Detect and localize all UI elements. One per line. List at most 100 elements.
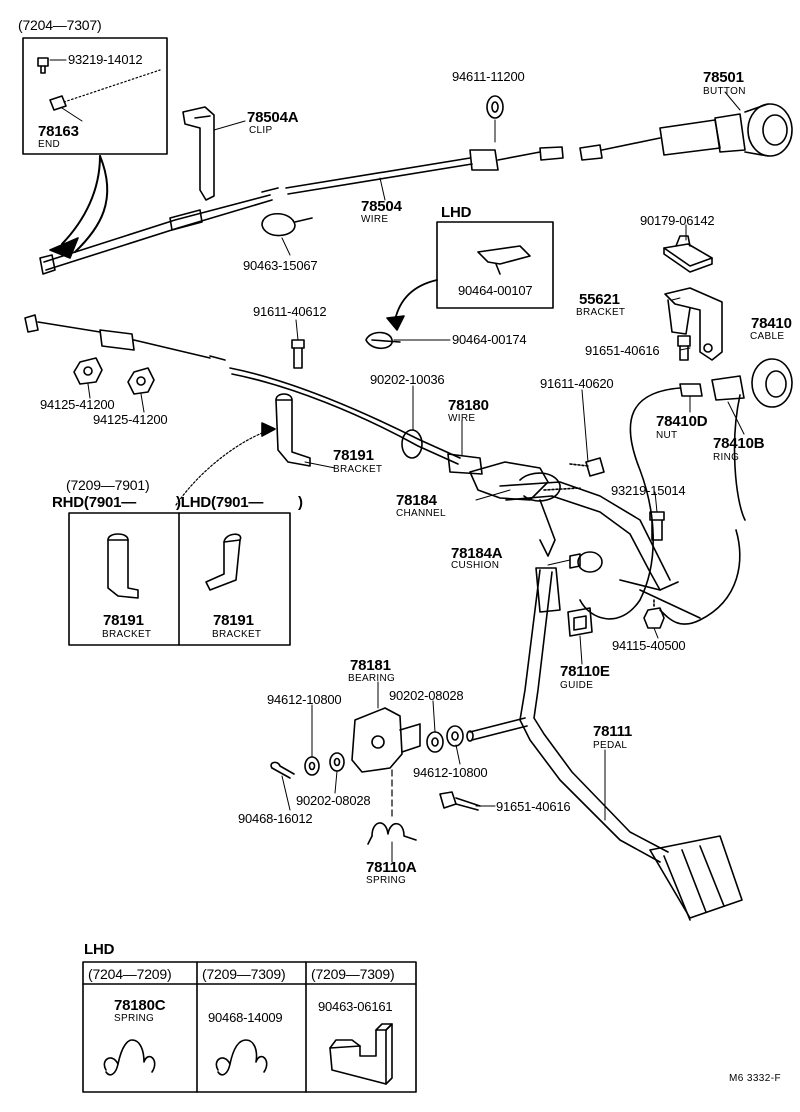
- lhd-table-range-3: (7209—7309): [311, 966, 395, 982]
- nut-icon: [643, 599, 665, 629]
- washer-icon: [446, 725, 464, 747]
- bearing-part-number: 78181: [350, 657, 391, 674]
- bolt-icon: [37, 57, 49, 74]
- end-range-label: (7204—7307): [18, 17, 102, 33]
- part-number-94612-10800-a: 94612-10800: [267, 692, 342, 707]
- part-number-90464-00107: 90464-00107: [458, 283, 533, 298]
- part-number-94125-41200-b: 94125-41200: [93, 412, 168, 427]
- guide-part-number: 78110E: [560, 663, 610, 680]
- bracket-55621-part-number: 55621: [579, 291, 620, 308]
- spring-part-number: 78110A: [366, 859, 417, 876]
- leader-lines: [49, 59, 745, 863]
- rhd-bracket-part-number: 78191: [103, 612, 144, 629]
- button-part-number: 78501: [703, 69, 744, 86]
- lhd-table-part-number-2: 90468-14009: [208, 1010, 283, 1025]
- wire-part-number: 78504: [361, 198, 402, 215]
- pedal-part-name: PEDAL: [593, 740, 628, 751]
- bracket-55621-icon: [664, 287, 723, 361]
- rhd-header: RHD(7901—: [52, 494, 137, 511]
- ring-part-number: 78410B: [713, 435, 765, 452]
- part-number-90464-00174: 90464-00174: [452, 332, 527, 347]
- bracket-78191-part-number: 78191: [333, 447, 374, 464]
- lhd-table-title: LHD: [84, 941, 115, 958]
- bolt-icon: [439, 791, 481, 811]
- bearing-part-name: BEARING: [348, 673, 396, 684]
- choke-button-icon: [579, 103, 793, 161]
- lhd-clip-box: [436, 221, 554, 309]
- washer-icon: [304, 756, 320, 776]
- bolt-icon: [649, 511, 665, 541]
- lhd-box-header: LHD: [441, 204, 472, 221]
- clip-part-name: CLIP: [249, 125, 273, 136]
- nut-78410d-part-name: NUT: [656, 430, 678, 441]
- clip-part-number: 78504A: [247, 109, 299, 126]
- lhd-reference-arrow-icon: [394, 279, 438, 321]
- part-number-90202-10036: 90202-10036: [370, 372, 445, 387]
- lhd-table-range-2: (7209—7309): [202, 966, 286, 982]
- lhd-header-close: ): [298, 494, 303, 511]
- reference-arrow-icon: [61, 155, 101, 245]
- channel-part-number: 78184: [396, 492, 437, 509]
- spring-part-name: SPRING: [366, 875, 407, 886]
- spring-78180c-icon: [103, 1039, 156, 1076]
- torsion-spring-icon: [367, 822, 417, 845]
- part-number-90202-08028-b: 90202-08028: [296, 793, 371, 808]
- spring-clip-icon: [365, 331, 401, 350]
- lhd-table-part-number-3: 90463-06161: [318, 999, 393, 1014]
- end-part-number: 78163: [38, 123, 79, 140]
- part-number-91651-40616-lower: 91651-40616: [496, 799, 571, 814]
- cable-end-icon: [49, 69, 161, 111]
- ring-part-name: RING: [713, 452, 740, 463]
- lhd-table-range-1: (7204—7209): [88, 966, 172, 982]
- part-number-94125-41200-a: 94125-41200: [40, 397, 115, 412]
- spring-90468-14009-icon: [215, 1039, 268, 1076]
- pedal-part-number: 78111: [593, 723, 633, 740]
- bolt-icon: [569, 457, 605, 477]
- bearing-icon: [351, 707, 421, 773]
- lhd-table-part-name-1: SPRING: [114, 1013, 155, 1024]
- part-number-90202-08028-a: 90202-08028: [389, 688, 464, 703]
- lhd-bracket-part-name: BRACKET: [212, 629, 262, 640]
- lhd-table-frame: [82, 961, 417, 1093]
- range-7209-7901-label: (7209—7901): [66, 477, 150, 493]
- choke-wire-left-icon: [39, 187, 279, 275]
- bracket-55621-part-name: BRACKET: [576, 307, 626, 318]
- part-number-94115-40500: 94115-40500: [612, 638, 686, 653]
- lhd-header: )LHD(7901—: [176, 494, 264, 511]
- part-number-90179-06142: 90179-06142: [640, 213, 715, 228]
- cushion-part-name: CUSHION: [451, 560, 500, 571]
- nut-78410d-part-number: 78410D: [656, 413, 708, 430]
- part-number-93219-15014: 93219-15014: [611, 483, 686, 498]
- part-number-90468-16012: 90468-16012: [238, 811, 313, 826]
- washer-icon: [486, 95, 504, 143]
- cable-part-number: 78410: [751, 315, 792, 332]
- clip-nut-icon: [663, 235, 713, 273]
- guide-icon: [567, 607, 593, 637]
- clip-bracket-icon: [182, 106, 215, 201]
- lhd-table-part-number-1: 78180C: [114, 997, 166, 1014]
- lhd-bracket-icon: [205, 533, 242, 591]
- clamp-90463-06161-icon: [329, 1023, 393, 1085]
- channel-linkage-icon: [469, 461, 701, 619]
- cushion-icon: [569, 551, 603, 573]
- rhd-bracket-icon: [107, 533, 139, 599]
- bolt-icon: [291, 339, 305, 369]
- end-part-name: END: [38, 139, 61, 150]
- accelerator-wire-icon: [229, 367, 483, 475]
- choke-wire-icon: [285, 146, 564, 195]
- button-part-name: BUTTON: [703, 86, 746, 97]
- cushion-part-number: 78184A: [451, 545, 503, 562]
- part-number-93219-14012: 93219-14012: [68, 52, 143, 67]
- washer-icon: [329, 752, 345, 772]
- nut-icon: [73, 357, 103, 385]
- clip-icon: [477, 245, 531, 275]
- throttle-cable-left-icon: [24, 314, 226, 361]
- bolt-icon: [677, 335, 691, 361]
- part-number-94611-11200: 94611-11200: [452, 69, 525, 84]
- part-number-91651-40616-upper: 91651-40616: [585, 343, 660, 358]
- cotter-pin-icon: [270, 761, 295, 779]
- figure-code: M6 3332-F: [729, 1073, 781, 1084]
- nut-icon: [127, 367, 155, 395]
- bracket-reference-arrow-icon: [175, 429, 271, 506]
- washer-icon: [426, 731, 444, 753]
